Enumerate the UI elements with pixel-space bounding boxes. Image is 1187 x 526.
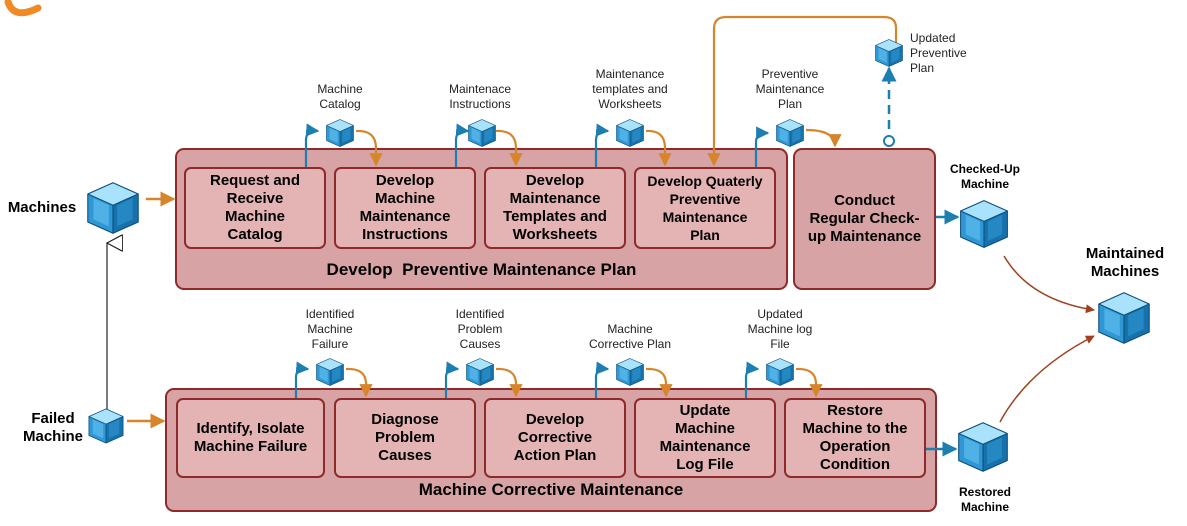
updated-plan-cube-icon	[875, 39, 903, 67]
maintained-machines-cube-icon	[1098, 292, 1150, 344]
step-identify-failure[interactable]: Identify, Isolate Machine Failure	[176, 398, 325, 478]
artifact-label: Maintenace Instructions	[448, 82, 512, 111]
step-request-catalog[interactable]: Request and Receive Machine Catalog	[184, 167, 326, 249]
artifact-cube-icon	[616, 119, 644, 147]
step-conduct-checkup[interactable]: Conduct Regular Check- up Maintenance	[807, 192, 922, 245]
step-diagnose-causes[interactable]: Diagnose Problem Causes	[334, 398, 476, 478]
checked-up-machine-label: Checked-Up Machine	[949, 162, 1020, 191]
artifact-label: Machine Catalog	[317, 82, 363, 111]
step-restore-machine[interactable]: Restore Machine to the Operation Conditi…	[784, 398, 926, 478]
step-update-log[interactable]: Update Machine Maintenance Log File	[634, 398, 776, 478]
artifact-cube-icon	[326, 119, 354, 147]
checked-up-machine-cube-icon	[960, 200, 1008, 248]
artifact-label: Machine Corrective Plan	[588, 322, 672, 351]
corrective-title: Machine Corrective Maintenance	[418, 480, 684, 499]
artifact-cube-icon	[316, 358, 344, 386]
updated-preventive-plan-label: Updated Preventive Plan	[910, 31, 967, 75]
step-develop-quarterly-plan[interactable]: Develop Quaterly Preventive Maintenance …	[634, 167, 776, 249]
artifact-cube-icon	[616, 358, 644, 386]
artifact-label: Identified Machine Failure	[305, 307, 355, 351]
step-corrective-plan[interactable]: Develop Corrective Action Plan	[484, 398, 626, 478]
artifact-label: Updated Machine log File	[747, 307, 813, 351]
step-develop-templates[interactable]: Develop Maintenance Templates and Worksh…	[484, 167, 626, 249]
step-develop-instructions[interactable]: Develop Machine Maintenance Instructions	[334, 167, 476, 249]
orange-arc-icon	[4, 0, 42, 17]
failed-machine-cube-icon	[88, 408, 124, 444]
artifact-cube-icon	[466, 358, 494, 386]
artifact-cube-icon	[776, 119, 804, 147]
machines-cube-icon	[87, 182, 139, 234]
restored-machine-label: Restored Machine	[958, 485, 1011, 514]
artifact-cube-icon	[766, 358, 794, 386]
artifact-label: Preventive Maintenance Plan	[755, 67, 825, 111]
artifact-label: Identified Problem Causes	[455, 307, 505, 351]
preventive-plan-title: Develop Preventive Maintenance Plan	[326, 260, 637, 279]
machines-label: Machines	[7, 199, 77, 216]
failed-machine-label: Failed Machine	[22, 410, 83, 445]
checkup-group	[793, 148, 936, 290]
artifact-label: Maintenance templates and Worksheets	[592, 67, 668, 111]
maintained-machines-label: Maintained Machines	[1085, 245, 1165, 280]
artifact-cube-icon	[468, 119, 496, 147]
restored-machine-cube-icon	[958, 422, 1008, 472]
